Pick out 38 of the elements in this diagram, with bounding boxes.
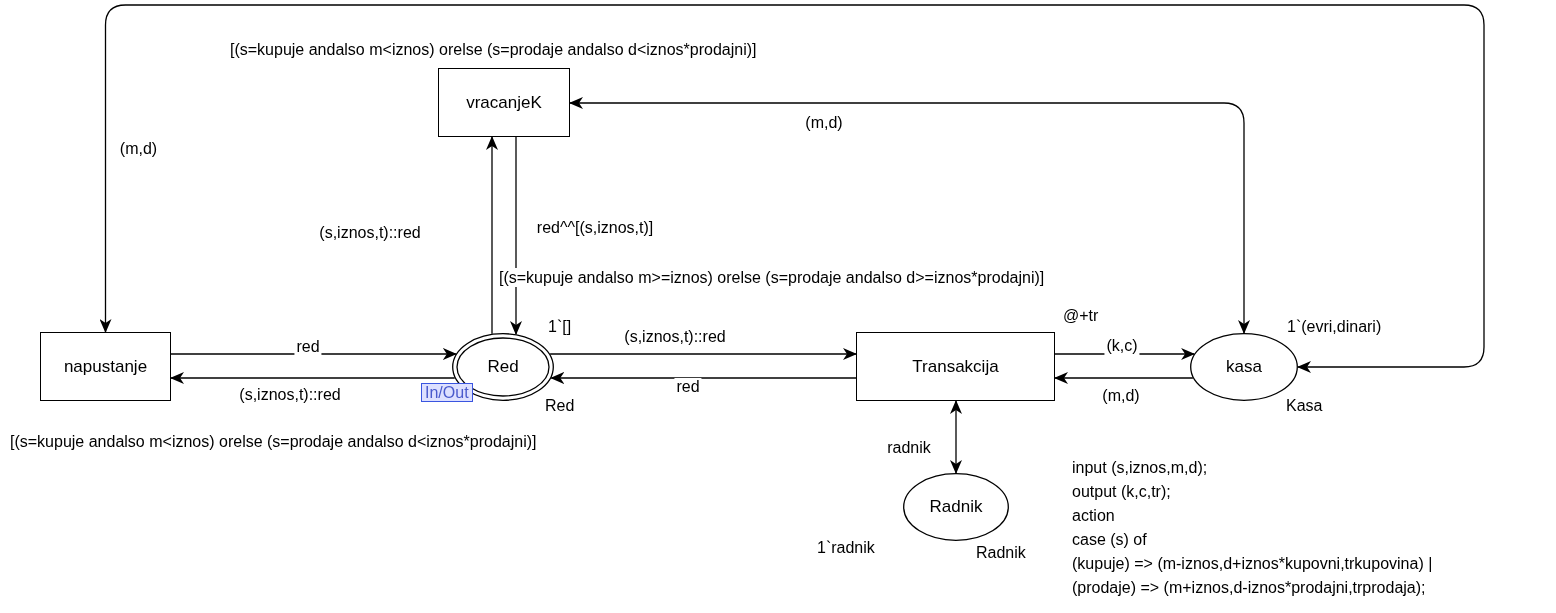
arc-arrow xyxy=(950,400,962,474)
initial-marking: 1`(evri,dinari) xyxy=(1287,317,1382,336)
arc-arrow xyxy=(1054,372,1194,384)
initial-marking: 1`radnik xyxy=(817,538,875,557)
arc-inscription: red^^[(s,iznos,t)] xyxy=(534,219,656,237)
arc-arrow xyxy=(549,348,857,360)
transition-box: Transakcija xyxy=(856,332,1055,401)
guard-label: [(s=kupuje andalso m<iznos) orelse (s=prodaje andalso d<iznos*prodajni)] xyxy=(10,432,537,451)
arc-inscription: (s,iznos,t)::red xyxy=(237,386,343,404)
transition-box: napustanje xyxy=(40,332,171,401)
code-segment-line: (kupuje) => (m-iznos,d+iznos*kupovni,trkupovina) | xyxy=(1072,554,1433,573)
arc-inscription: (m,d) xyxy=(117,140,160,158)
guard-label: [(s=kupuje andalso m<iznos) orelse (s=prodaje andalso d<iznos*prodajni)] xyxy=(230,40,757,59)
arc-arrow xyxy=(486,136,498,335)
arc-inscription: (m,d) xyxy=(803,114,845,132)
arc-inscription: (m,d) xyxy=(1100,387,1142,405)
arc-arrow xyxy=(569,97,1250,334)
guard-label: [(s=kupuje andalso m>=iznos) orelse (s=prodaje andalso d>=iznos*prodajni)] xyxy=(499,268,1045,287)
arc-arrow xyxy=(170,348,457,360)
port-tag: In/Out xyxy=(421,383,473,402)
time-delay-label: @+tr xyxy=(1063,306,1099,325)
code-segment-line: (prodaje) => (m+iznos,d-iznos*prodajni,trprodaja); xyxy=(1072,578,1426,597)
arc-inscription: (s,iznos,t)::red xyxy=(317,224,423,242)
place-ellipse: Radnik xyxy=(903,473,1009,541)
arc-arrow xyxy=(510,136,522,336)
transition-box: vracanjeK xyxy=(438,68,570,137)
arc-arrow xyxy=(99,4,1485,373)
code-segment-line: output (k,c,tr); xyxy=(1072,482,1171,501)
arc-arrow xyxy=(170,372,456,384)
code-segment-line: action xyxy=(1072,506,1115,525)
arc-inscription: (k,c) xyxy=(1104,337,1140,355)
arc-inscription: red xyxy=(294,338,322,356)
color-set-label: Radnik xyxy=(976,543,1026,562)
arc-inscription: (s,iznos,t)::red xyxy=(622,328,728,346)
code-segment-line: input (s,iznos,m,d); xyxy=(1072,458,1208,477)
arc-arrow xyxy=(550,372,857,384)
initial-marking: 1`[] xyxy=(548,317,572,336)
code-segment-line: case (s) of xyxy=(1072,530,1147,549)
